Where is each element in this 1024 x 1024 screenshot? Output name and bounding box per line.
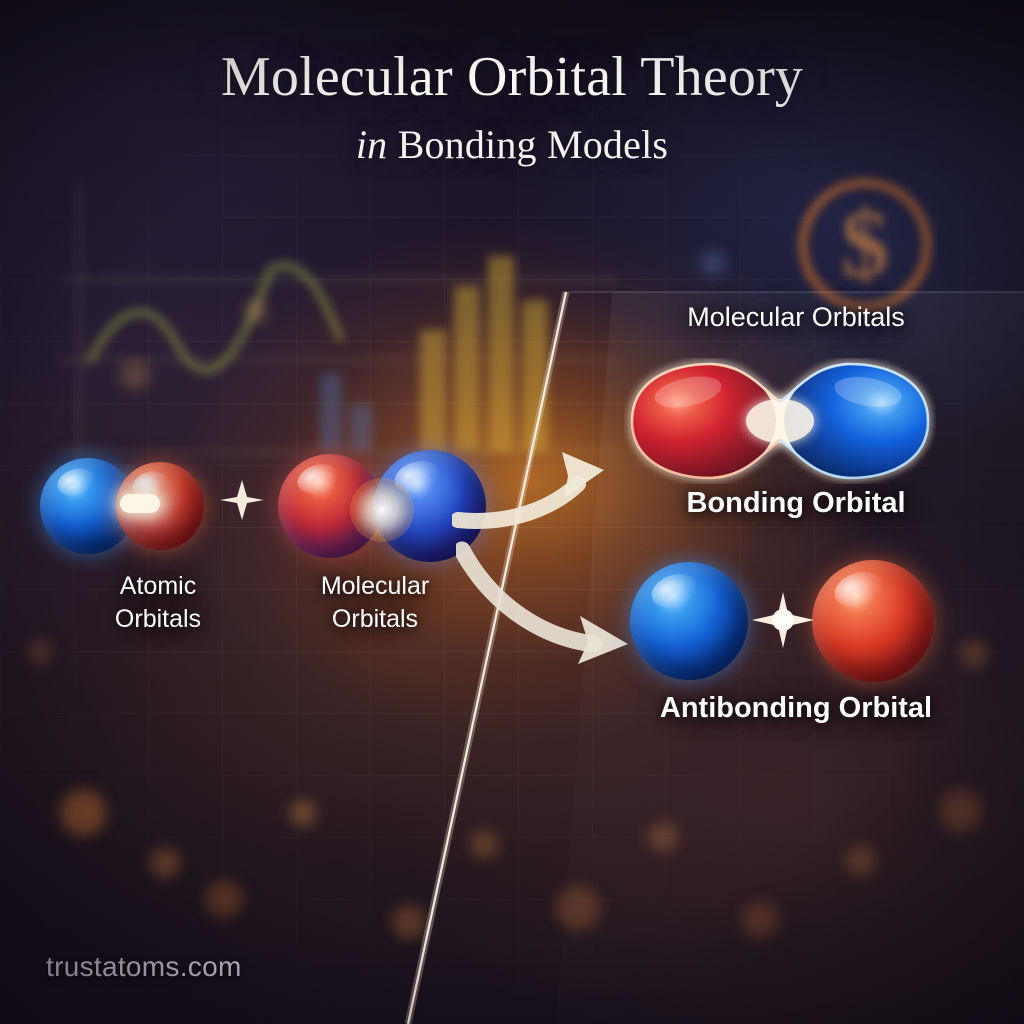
antibonding-orbital-shape: [630, 556, 936, 682]
page-subtitle: in Bonding Models: [0, 121, 1024, 168]
title-block: Molecular Orbital Theory in Bonding Mode…: [0, 46, 1024, 168]
atomic-orbital-bond-node: [120, 494, 160, 513]
site-watermark: trustatoms.com: [46, 951, 242, 982]
subtitle-italic-word: in: [355, 122, 388, 168]
svg-text:$: $: [841, 190, 889, 297]
subtitle-rest: Bonding Models: [397, 122, 669, 168]
antibonding-orbital-sphere-red: [812, 560, 934, 682]
sparkle-between-pairs-icon: [220, 480, 264, 520]
antibonding-orbital-label: Antibonding Orbital: [659, 692, 933, 724]
molecular-orbitals-heading: Molecular Orbitals: [687, 302, 905, 332]
atomic-orbitals-label: Atomic Orbitals: [114, 572, 202, 633]
arrow-to-bonding-orbital-icon: [452, 452, 604, 529]
arrow-to-antibonding-orbital-icon: [456, 541, 628, 664]
page-title: Molecular Orbital Theory: [220, 46, 804, 108]
molecular-orbitals-label: Molecular Orbitals: [320, 572, 430, 633]
antibonding-orbital-sphere-blue: [630, 562, 748, 680]
molecular-orbital-sphere-red: [278, 454, 382, 558]
bonding-orbital-shape: [629, 361, 931, 481]
antibonding-node-star-icon: [752, 592, 814, 648]
bonding-orbital-label: Bonding Orbital: [686, 487, 906, 519]
